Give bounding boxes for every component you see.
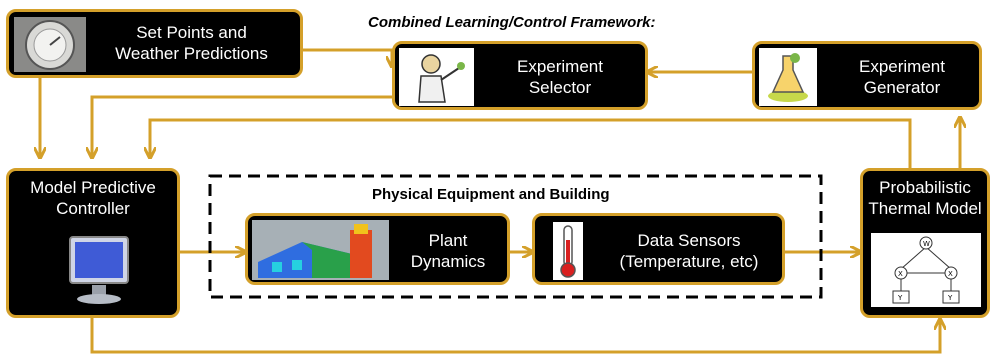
thermal-house-icon — [252, 220, 389, 280]
graph-label-y1: Y — [897, 294, 903, 302]
setpoints-label: Set Points and Weather Predictions — [115, 23, 268, 63]
physical-group-title: Physical Equipment and Building — [372, 186, 610, 203]
scientist-icon — [399, 48, 474, 106]
flask-icon — [759, 48, 817, 106]
arrow-selector-to-mpc — [92, 95, 410, 157]
experiment-generator-label: Experiment Generator — [859, 57, 945, 97]
experiment-selector-label: Experiment Selector — [517, 57, 603, 97]
graph-label-x2: X — [948, 270, 953, 278]
plant-dynamics-label: Plant Dynamics — [410, 231, 486, 271]
arrow-setpoints-to-selector — [303, 48, 392, 66]
plant-dynamics-node: Plant Dynamics — [245, 213, 510, 285]
ptm-node: Probabilistic Thermal Model W X X Y Y — [860, 168, 990, 318]
diagram-title: Combined Learning/Control Framework: — [368, 14, 656, 31]
arrow-ptm-to-mpc — [150, 118, 912, 168]
setpoints-node: Set Points and Weather Predictions — [6, 9, 303, 78]
physical-group-border — [208, 174, 823, 299]
monitor-icon — [64, 233, 134, 309]
mpc-label: Model Predictive Controller — [30, 178, 156, 218]
experiment-generator-node: Experiment Generator — [752, 41, 982, 110]
graph-label-x1: X — [898, 270, 903, 278]
thermometer-icon — [553, 222, 583, 280]
graph-label-y2: Y — [947, 294, 953, 302]
mpc-node: Model Predictive Controller — [6, 168, 180, 318]
graphical-model-icon: W X X Y Y — [871, 233, 981, 307]
dial-icon — [14, 17, 86, 72]
arrow-mpc-to-ptm-bottom — [90, 318, 940, 354]
experiment-selector-node: Experiment Selector — [392, 41, 648, 110]
ptm-label: Probabilistic Thermal Model — [868, 178, 982, 218]
data-sensors-node: Data Sensors (Temperature, etc) — [532, 213, 785, 285]
data-sensors-label: Data Sensors (Temperature, etc) — [619, 231, 759, 271]
graph-label-w: W — [923, 240, 930, 248]
